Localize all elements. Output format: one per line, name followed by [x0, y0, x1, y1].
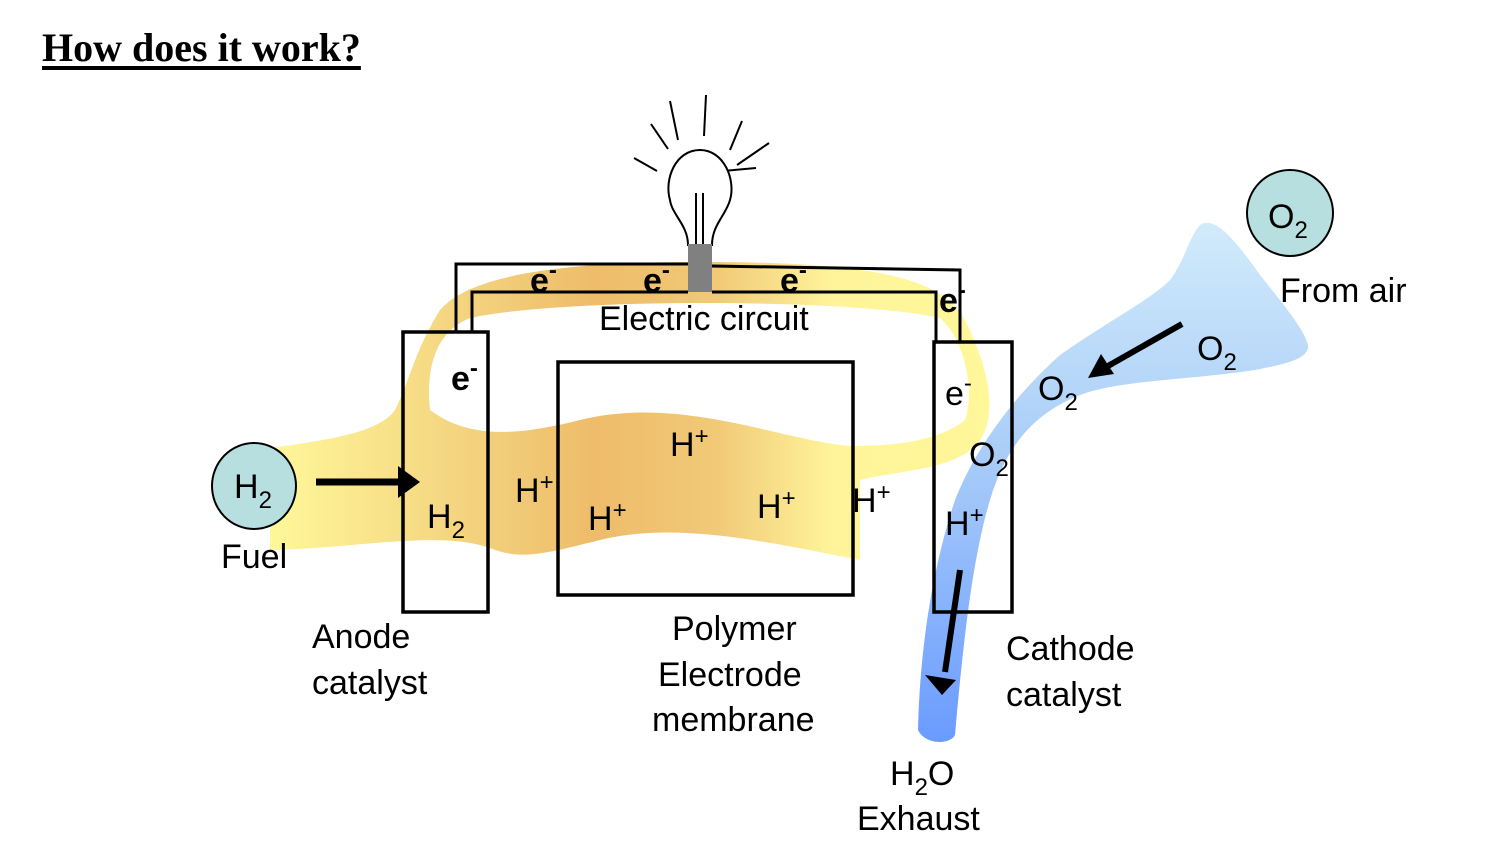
fuel-flow-band [270, 262, 990, 560]
anode-label-line2: catalyst [312, 664, 428, 702]
air-flow-o2: O2 [1197, 330, 1237, 376]
proton: H+ [757, 485, 796, 526]
air-flow-band [918, 222, 1309, 742]
fuel-molecule-label: H2 [234, 468, 272, 514]
exhaust-label: Exhaust [857, 800, 980, 838]
cathode-proton: H+ [945, 502, 984, 543]
circuit-label: Electric circuit [599, 300, 809, 338]
exhaust-molecule: H2O [890, 755, 954, 801]
circuit-wire [454, 262, 962, 342]
exhaust-arrow-icon [925, 569, 963, 695]
membrane-label-line1: Polymer [672, 610, 797, 648]
cathode-catalyst-box [932, 340, 1014, 614]
anode-label-line1: Anode [312, 618, 410, 656]
proton: H+ [515, 469, 554, 510]
light-bulb-icon [667, 148, 733, 246]
bulb-base [688, 244, 712, 292]
air-molecule-label: O2 [1268, 198, 1308, 244]
membrane-label-line2: Electrode [658, 656, 802, 694]
cathode-o2: O2 [969, 436, 1009, 482]
cathode-label-line1: Cathode [1006, 630, 1135, 668]
air-molecule-circle [1246, 169, 1334, 257]
anode-electron: e- [451, 355, 478, 398]
page-title: How does it work? [42, 25, 361, 70]
cathode-label-line2: catalyst [1006, 676, 1122, 714]
proton: H+ [670, 423, 709, 464]
membrane-label-line3: membrane [652, 701, 815, 739]
air-flow-o2: O2 [1038, 370, 1078, 416]
air-arrow-icon [1088, 321, 1184, 378]
proton: H+ [588, 497, 627, 538]
circuit-electron: e- [530, 257, 557, 300]
fuel-arrow-icon [316, 466, 420, 498]
circuit-electron: e- [939, 277, 966, 320]
proton: H+ [852, 479, 891, 520]
membrane-box [556, 360, 855, 597]
fuel-label: Fuel [221, 538, 287, 576]
circuit-electron: e- [643, 257, 670, 300]
circuit-electron: e- [780, 257, 807, 300]
fuel-molecule-circle [211, 442, 297, 530]
cathode-electron: e- [945, 370, 972, 413]
anode-h2: H2 [427, 498, 465, 544]
air-label: From air [1280, 272, 1407, 310]
